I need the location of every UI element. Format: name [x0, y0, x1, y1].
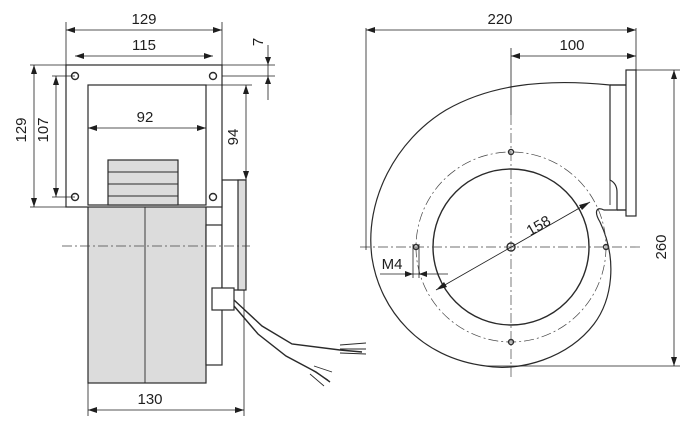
outlet-flange-side [625, 69, 637, 217]
impeller-visible [107, 159, 179, 206]
cable-1 [233, 299, 363, 353]
front-view [360, 69, 640, 380]
cable-gland [211, 287, 235, 311]
dim-width-130: 130 [137, 391, 162, 408]
dim-height-107: 107 [35, 117, 52, 142]
dim-width-220: 220 [487, 11, 512, 28]
dim-thread-m4: M4 [382, 256, 403, 273]
dim-width-92: 92 [137, 109, 154, 126]
dim-offset-100: 100 [559, 37, 584, 54]
scroll-housing [370, 81, 618, 368]
housing-body [87, 204, 207, 384]
dim-offset-7: 7 [250, 38, 267, 46]
flange-hole-br [208, 192, 218, 202]
dim-height-129: 129 [13, 117, 30, 142]
dim-width-115: 115 [132, 37, 156, 54]
flange-hole-tr [208, 71, 218, 81]
dim-width-129: 129 [131, 11, 156, 28]
side-view [62, 64, 367, 387]
dim-height-94: 94 [225, 129, 242, 146]
cable-2 [233, 305, 331, 383]
side-view-dimensions: 129 115 92 7 94 129 [13, 11, 275, 416]
dim-height-260: 260 [653, 234, 670, 259]
